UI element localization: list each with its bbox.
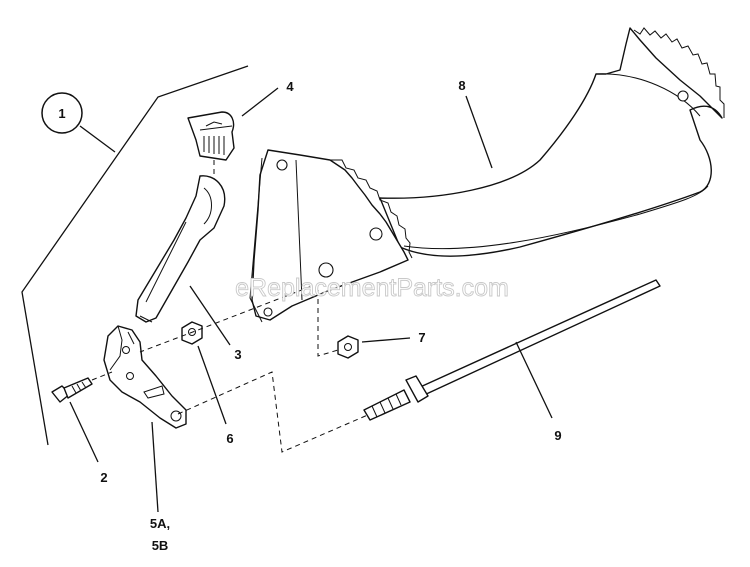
- callout-2: 2: [100, 470, 107, 485]
- leader-2: [69, 401, 99, 463]
- plate-hole-top: [276, 159, 288, 171]
- plate-hole-mid: [369, 227, 383, 241]
- part-7-nut: [337, 335, 359, 359]
- part-4-knob: [187, 111, 235, 161]
- callout-8: 8: [458, 78, 465, 93]
- assembly-line-plate-to-bracket: [139, 285, 313, 353]
- callout-9: 9: [554, 428, 561, 443]
- assembly-line-rod: [177, 371, 371, 453]
- part-9-rod: [363, 279, 661, 421]
- bolt-alignment-line: [91, 371, 113, 381]
- assembly-line-nut7: [317, 290, 339, 357]
- leader-1: [79, 125, 116, 153]
- callout-7: 7: [418, 330, 425, 345]
- plate-hole-bottom: [263, 307, 273, 317]
- leader-6: [197, 345, 227, 425]
- callout-1: 1: [58, 106, 65, 121]
- part-8-handle: [379, 27, 725, 257]
- callout-3: 3: [234, 347, 241, 362]
- part-5-bracket: [103, 325, 187, 429]
- part-2-bolt: [51, 377, 93, 403]
- leader-7: [361, 337, 411, 343]
- leader-3: [189, 285, 231, 346]
- bracket-hole-mid: [126, 372, 134, 380]
- leader-8: [465, 95, 493, 169]
- bracket-hole-top: [122, 346, 130, 354]
- leader-4: [241, 87, 279, 117]
- callout-6: 6: [226, 431, 233, 446]
- part-3-lever: [135, 175, 226, 323]
- part-6-nut: [181, 321, 203, 345]
- quadrant-plate: [249, 149, 413, 323]
- callout-5-line2: 5B: [152, 538, 169, 553]
- callout-circle-1: [41, 92, 83, 134]
- assembly-bracket-1: [21, 65, 249, 446]
- handle-pivot-hole: [677, 90, 689, 102]
- callout-4: 4: [286, 79, 294, 94]
- leader-5: [151, 421, 159, 513]
- bracket-hole-end: [170, 410, 182, 422]
- leader-9: [515, 341, 553, 419]
- callout-5-line1: 5A,: [150, 516, 170, 531]
- watermark: eReplacementParts.com: [235, 274, 509, 302]
- plate-hole-lower: [318, 262, 334, 278]
